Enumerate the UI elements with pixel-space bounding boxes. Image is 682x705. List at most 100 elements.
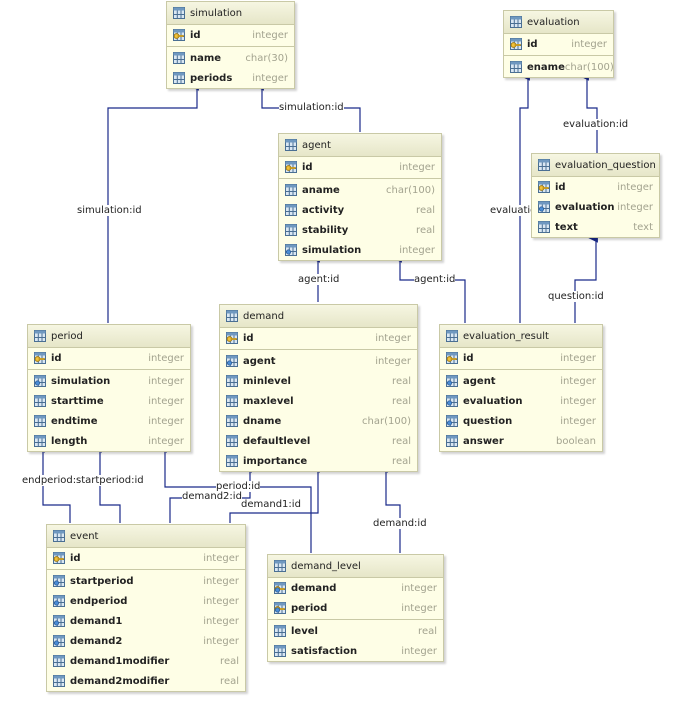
primary-key-column-icon [510,38,522,50]
column-icon [226,415,238,427]
table-header[interactable]: evaluation_question [532,154,659,177]
label-evalres-evaluation: evaluation:id [490,205,556,216]
column-icon [538,221,550,233]
table-header[interactable]: simulation [167,2,294,25]
column-icon [34,395,46,407]
column-name: demand [291,582,337,594]
table-header[interactable]: agent [279,134,441,157]
table-icon [274,560,286,572]
table-title: demand_level [291,560,361,572]
foreign-key-column-icon [53,575,65,587]
line-demandlevel-demand [378,463,401,553]
column-icon [446,435,458,447]
foreign-key-column-icon [538,201,550,213]
foreign-key-column-icon [446,395,458,407]
column-type: integer [560,375,596,387]
table-header[interactable]: demand_level [268,555,443,578]
column-icon-wrap [446,415,458,427]
column-type: char(100) [362,415,411,427]
column-name: demand2 [70,635,123,647]
table-header[interactable]: evaluation [504,11,613,34]
table-header[interactable]: demand [220,305,417,328]
column-type: integer [375,355,411,367]
table-icon [34,330,46,342]
table-grid-icon [226,310,238,322]
column-row[interactable]: agent integer [220,351,417,371]
table-title: demand [243,310,285,322]
column-icon-wrap [285,224,297,236]
column-icon-wrap [226,375,238,387]
column-separator [47,569,245,570]
column-type: integer [203,615,239,627]
column-name: periods [190,72,233,84]
column-name: id [190,29,201,41]
column-type: integer [375,332,411,344]
column-icon [285,184,297,196]
column-type: integer [203,552,239,564]
column-type: char(100) [386,184,435,196]
primary-key-column-icon [285,161,297,173]
column-name: period [291,602,328,614]
column-name: agent [243,355,276,367]
table-header[interactable]: period [28,325,190,348]
table-header[interactable]: evaluation_result [440,325,602,348]
column-separator [279,178,441,179]
column-icon-wrap [226,435,238,447]
column-name: id [463,352,474,364]
table-header[interactable]: event [47,525,245,548]
table-title: evaluation_result [463,330,549,342]
column-type: integer [148,352,184,364]
column-icon-wrap [34,395,46,407]
table-title: agent [302,139,331,151]
